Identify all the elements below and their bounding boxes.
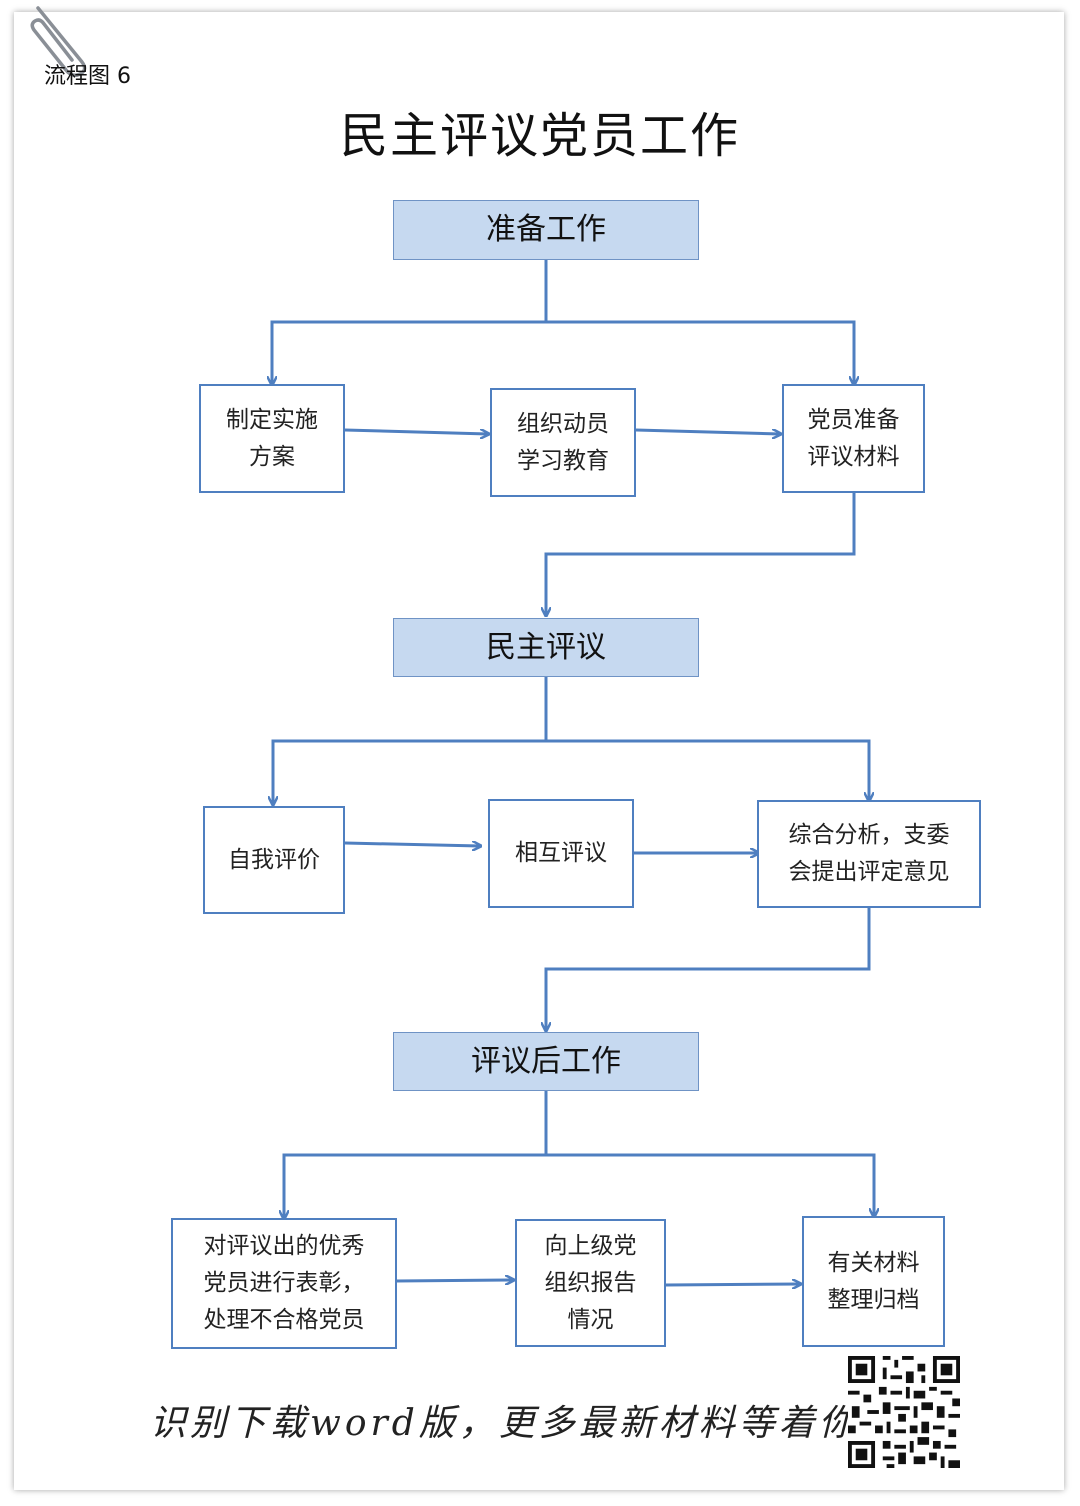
- connector: [546, 1153, 874, 1216]
- connector: [546, 492, 856, 615]
- connector: [284, 1091, 548, 1218]
- step-mutual-review: 相互评议: [488, 799, 634, 908]
- diagram-title: 民主评议党员工作: [339, 108, 740, 164]
- connector: [546, 320, 854, 384]
- connector: [272, 260, 548, 384]
- connector: [665, 1284, 800, 1285]
- qr-code-icon: [848, 1356, 960, 1468]
- connector: [635, 428, 780, 434]
- connector: [546, 907, 871, 1030]
- connector: [344, 428, 488, 434]
- download-prompt: 识别下载word版，更多最新材料等着你: [150, 1403, 859, 1444]
- phase-preparation: 准备工作: [393, 200, 699, 260]
- step-mobilization-education: 组织动员 学习教育: [490, 388, 636, 497]
- connector: [546, 739, 869, 800]
- paperclip-icon: [30, 6, 87, 78]
- step-commend-and-handle: 对评议出的优秀 党员进行表彰， 处理不合格党员: [171, 1218, 397, 1349]
- connector: [273, 677, 548, 804]
- step-implementation-plan: 制定实施 方案: [199, 384, 345, 493]
- step-self-evaluation: 自我评价: [203, 806, 345, 914]
- step-comprehensive-analysis: 综合分析，支委 会提出评定意见: [757, 800, 981, 908]
- figure-label: 流程图 6: [44, 64, 131, 89]
- phase-democratic-review: 民主评议: [393, 618, 699, 677]
- step-prepare-materials: 党员准备 评议材料: [782, 384, 925, 493]
- connector: [344, 843, 480, 846]
- step-archive-materials: 有关材料 整理归档: [802, 1216, 945, 1347]
- step-report-upward: 向上级党 组织报告 情况: [515, 1219, 666, 1347]
- connector: [395, 1280, 513, 1281]
- phase-post-review: 评议后工作: [393, 1032, 699, 1091]
